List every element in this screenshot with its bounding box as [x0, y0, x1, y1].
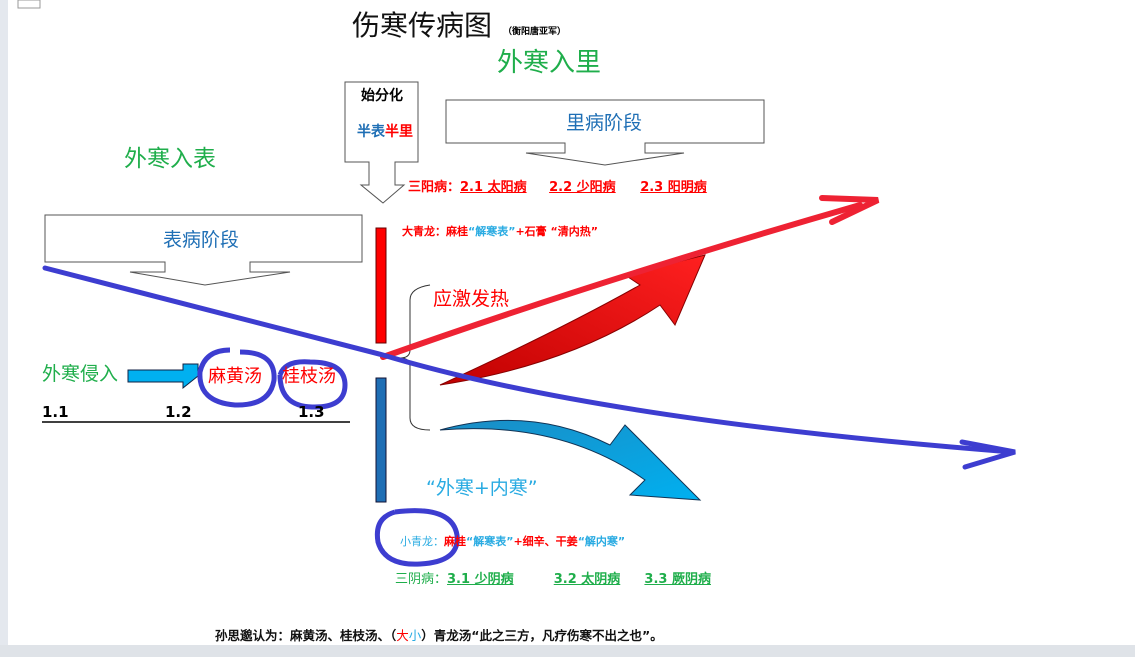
- author: （衡阳唐亚军）: [503, 27, 567, 37]
- guizhi-circle: [277, 359, 348, 410]
- fever-curved-arrow: [439, 254, 706, 386]
- yang-item: 2.1 太阳病: [460, 180, 527, 195]
- outer-to-inner-label: 外寒入里: [497, 48, 602, 78]
- da-qinglong-formula: 大青龙：麻桂“解寒表”+石膏 “清内热”: [402, 226, 598, 237]
- yin-item: 3.1 少阴病: [447, 572, 514, 587]
- guizhi-label: 桂枝汤: [282, 366, 336, 387]
- formula-part: 麻桂: [444, 535, 466, 548]
- footer-text: ）青龙汤“此之三方，凡疗伤寒不出之也”。: [421, 628, 663, 643]
- xiaoqinglong-circle: [374, 508, 460, 567]
- yang-item: 2.3 阳明病: [640, 180, 707, 195]
- start-label: 始分化: [361, 88, 403, 104]
- yang-bar: [375, 227, 387, 344]
- yang-diseases: 三阳病：2.1 太阳病 2.2 少阳病 2.3 阳明病: [408, 181, 707, 194]
- formula-part: “解寒表”: [468, 225, 516, 238]
- progression-arrowhead: [959, 439, 1016, 470]
- tick-label: 1.2: [165, 403, 192, 421]
- progression-line: [42, 265, 1015, 455]
- invasion-label: 外寒侵入: [42, 363, 119, 385]
- footer-da: 大: [396, 628, 409, 643]
- footer-quote: 孙思邈认为：麻黄汤、桂枝汤、（大小）青龙汤“此之三方，凡疗伤寒不出之也”。: [215, 628, 663, 643]
- page-title: 伤寒传病图: [352, 9, 493, 42]
- footer-text: 孙思邈认为：麻黄汤、桂枝汤、（: [215, 628, 397, 643]
- yin-label: 三阴病：: [395, 572, 448, 587]
- inner-stage-label: 里病阶段: [566, 112, 643, 134]
- yang-line: [380, 202, 863, 360]
- formula-part: “清内热”: [550, 225, 598, 238]
- yin-bar: [375, 377, 387, 503]
- cold-curved-arrow: [439, 419, 702, 501]
- bottom-bar: [0, 645, 1135, 657]
- xiao-qinglong-formula: 小青龙：麻桂“解寒表”+细辛、干姜“解内寒”: [400, 536, 625, 547]
- yang-item: 2.2 少阳病: [549, 180, 616, 195]
- yin-diseases: 三阴病：3.1 少阴病 3.2 太阴病 3.3 厥阴病: [395, 573, 711, 586]
- da-qinglong-label: 大青龙：: [402, 225, 446, 238]
- outer-to-surface-label: 外寒入表: [124, 146, 216, 172]
- formula-part: +石膏: [515, 225, 551, 238]
- corner-box: [17, 0, 41, 9]
- start-box-arrow: [344, 81, 419, 204]
- brace: [399, 284, 431, 431]
- left-scrollbar[interactable]: [0, 0, 8, 645]
- half-label: 半表半里: [357, 125, 413, 139]
- mahuang-label: 麻黄汤: [208, 366, 262, 387]
- fever-label: 应激发热: [433, 288, 510, 310]
- yin-item: 3.3 厥阴病: [644, 572, 711, 587]
- formula-part: “解寒表”: [466, 535, 514, 548]
- invasion-arrow: [127, 363, 199, 390]
- inner-stage-callout: [445, 99, 765, 166]
- footer-xiao: 小: [408, 628, 422, 643]
- yin-item: 3.2 太阴病: [553, 572, 621, 587]
- half-inner: 半里: [385, 124, 413, 140]
- formula-part: 麻桂: [446, 225, 468, 238]
- yang-label: 三阳病：: [408, 180, 461, 195]
- xiao-qinglong-label: 小青龙：: [400, 535, 444, 548]
- surface-stage-callout: [44, 214, 363, 286]
- mahuang-circle: [197, 347, 277, 408]
- tick-label: 1.3: [298, 403, 325, 421]
- tick-label: 1.1: [42, 403, 69, 421]
- cold-label: “外寒+内寒”: [426, 477, 538, 499]
- half-surface: 半表: [357, 124, 385, 140]
- surface-stage-label: 表病阶段: [163, 229, 240, 251]
- formula-part: “解内寒”: [577, 535, 626, 548]
- formula-part: +细辛、干姜: [513, 535, 578, 548]
- yang-arrowhead: [819, 195, 880, 225]
